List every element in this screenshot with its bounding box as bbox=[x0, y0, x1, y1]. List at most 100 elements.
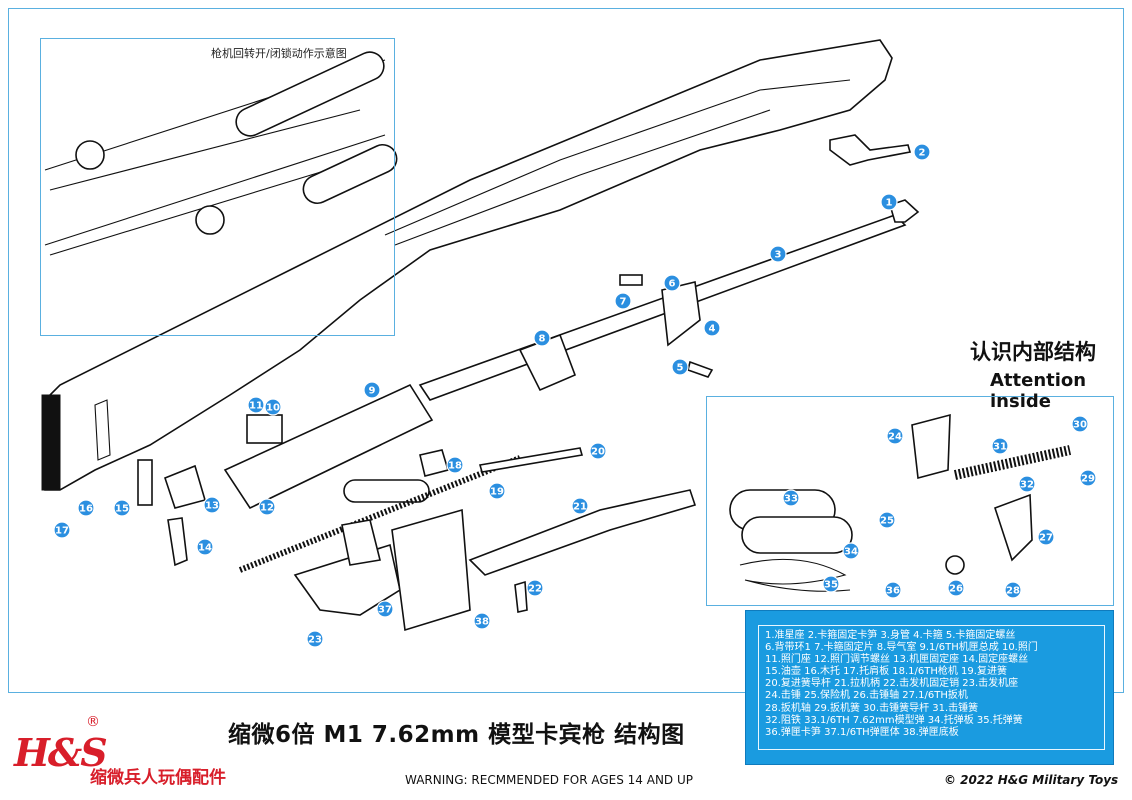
bolt bbox=[419, 449, 450, 477]
age-warning: WARNING: RECMMENDED FOR AGES 14 AND UP bbox=[405, 773, 693, 787]
callout-circle bbox=[1004, 581, 1022, 599]
barrel-band bbox=[661, 281, 701, 347]
legend-line: 32.阻铁 33.1/6TH 7.62mm模型弹 34.托弹板 35.托弹簧 bbox=[765, 714, 1023, 726]
inset-receiver bbox=[44, 59, 386, 256]
callout-circle bbox=[886, 427, 904, 445]
legend-line: 36.弹匣卡笋 37.1/6TH弹匣体 38.弹匣底板 bbox=[765, 726, 959, 738]
callout-circle bbox=[77, 499, 95, 517]
callout-circle bbox=[533, 329, 551, 347]
callout-circle bbox=[991, 437, 1009, 455]
callout-6: 6 bbox=[663, 274, 681, 292]
callout-32: 32 bbox=[1018, 475, 1036, 493]
brand-registered: ® bbox=[86, 714, 100, 730]
callout-35: 35 bbox=[822, 575, 840, 593]
front-sight bbox=[889, 199, 920, 223]
callout-8: 8 bbox=[533, 329, 551, 347]
callout-18: 18 bbox=[446, 456, 464, 474]
attention-cn: 认识内部结构 bbox=[970, 340, 1096, 364]
callout-30: 30 bbox=[1071, 415, 1089, 433]
inset-trigger bbox=[994, 493, 1033, 562]
callout-number: 4 bbox=[709, 324, 716, 335]
callout-circle bbox=[473, 612, 491, 630]
callout-number: 12 bbox=[260, 503, 274, 514]
callout-number: 19 bbox=[490, 487, 504, 498]
callout-number: 33 bbox=[784, 494, 798, 505]
attention-en: Attention inside bbox=[990, 370, 1087, 412]
oil-bottle bbox=[137, 459, 153, 506]
callout-number: 28 bbox=[1006, 586, 1020, 597]
callout-number: 26 bbox=[949, 584, 963, 595]
callout-number: 37 bbox=[378, 605, 392, 616]
callout-number: 32 bbox=[1020, 480, 1034, 491]
callout-3: 3 bbox=[769, 245, 787, 263]
inset-title: 枪机回转开/闭锁动作示意图 bbox=[211, 47, 347, 60]
callout-circle bbox=[1018, 475, 1036, 493]
stock bbox=[44, 39, 893, 491]
callout-number: 22 bbox=[528, 584, 542, 595]
callout-circle bbox=[53, 521, 71, 539]
callout-9: 9 bbox=[363, 381, 381, 399]
inset-spring bbox=[739, 558, 851, 592]
callout-number: 29 bbox=[1081, 474, 1095, 485]
callout-4: 4 bbox=[703, 319, 721, 337]
callout-number: 1 bbox=[886, 198, 893, 209]
callout-number: 35 bbox=[824, 580, 838, 591]
legend-line: 20.复进簧导杆 21.拉机柄 22.击发机固定销 23.击发机座 bbox=[765, 678, 1019, 690]
callout-number: 31 bbox=[993, 442, 1007, 453]
callout-circle bbox=[878, 511, 896, 529]
callout-number: 13 bbox=[205, 501, 219, 512]
callout-12: 12 bbox=[258, 498, 276, 516]
callout-25: 25 bbox=[878, 511, 896, 529]
callout-circle bbox=[203, 496, 221, 514]
callout-circle bbox=[247, 396, 265, 414]
callout-16: 16 bbox=[77, 499, 95, 517]
callout-circle bbox=[1037, 528, 1055, 546]
callout-circle bbox=[376, 600, 394, 618]
callout-circle bbox=[842, 542, 860, 560]
callout-circle bbox=[822, 575, 840, 593]
callout-circle bbox=[363, 381, 381, 399]
callout-1: 1 bbox=[880, 193, 898, 211]
callout-number: 30 bbox=[1073, 420, 1087, 431]
bolt-rotation-inset: 枪机回转开/闭锁动作示意图 bbox=[40, 38, 395, 336]
callout-number: 20 bbox=[591, 447, 605, 458]
callout-number: 27 bbox=[1039, 533, 1053, 544]
callout-10: 10 bbox=[264, 398, 282, 416]
inset-hammer bbox=[911, 413, 951, 480]
callout-24: 24 bbox=[886, 427, 904, 445]
inset-bolt-2 bbox=[195, 205, 225, 235]
band-screw bbox=[687, 360, 714, 378]
callout-14: 14 bbox=[196, 538, 214, 556]
callout-circle bbox=[703, 319, 721, 337]
callout-38: 38 bbox=[473, 612, 491, 630]
callout-number: 16 bbox=[79, 504, 93, 515]
spring-guide bbox=[478, 447, 584, 473]
callout-circle bbox=[488, 482, 506, 500]
callout-number: 17 bbox=[55, 526, 69, 537]
callout-20: 20 bbox=[589, 442, 607, 460]
hammer bbox=[341, 519, 381, 566]
callout-circle bbox=[884, 581, 902, 599]
legend-line: 15.油壶 16.木托 17.托肩板 18.1/6TH枪机 19.复进簧 bbox=[765, 666, 1007, 678]
callout-22: 22 bbox=[526, 579, 544, 597]
callout-number: 8 bbox=[539, 334, 546, 345]
callout-circle bbox=[1079, 469, 1097, 487]
legend-line: 1.准星座 2.卡箍固定卡笋 3.身管 4.卡箍 5.卡箍固定螺丝 bbox=[765, 630, 1016, 641]
callout-11: 11 bbox=[247, 396, 265, 414]
callout-circle bbox=[782, 489, 800, 507]
callout-31: 31 bbox=[991, 437, 1009, 455]
copyright: © 2022 H&G Military Toys bbox=[944, 773, 1119, 787]
rear-sight bbox=[246, 414, 283, 444]
callout-23: 23 bbox=[306, 630, 324, 648]
callout-number: 3 bbox=[775, 250, 782, 261]
legend-line: 6.背带环1 7.卡箍固定片 8.导气室 9.1/6TH机匣总成 10.照门 bbox=[765, 642, 1038, 654]
callout-circle bbox=[769, 245, 787, 263]
callout-circle bbox=[880, 193, 898, 211]
page-title: 缩微6倍 M1 7.62mm 模型卡宾枪 结构图 bbox=[228, 722, 685, 748]
callout-26: 26 bbox=[947, 579, 965, 597]
callout-37: 37 bbox=[376, 600, 394, 618]
callout-circle bbox=[446, 456, 464, 474]
